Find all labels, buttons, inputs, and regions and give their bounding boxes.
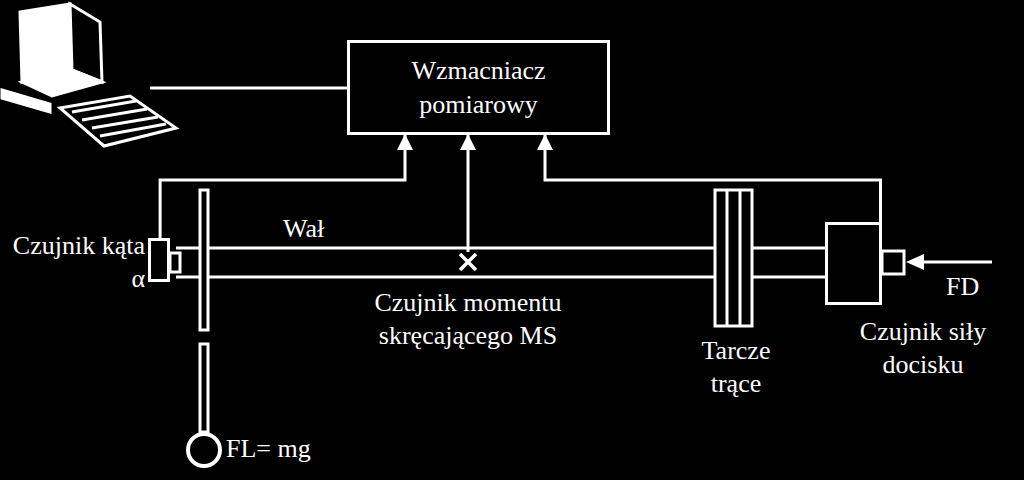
load-label: FL= mg: [226, 432, 346, 465]
sensor-label: Czujnik siły docisku: [848, 315, 998, 382]
force-symbol: FD: [946, 270, 1006, 303]
force-arrow: [906, 254, 992, 270]
angle-sensor: Czujnik kąta α: [148, 238, 170, 282]
sensor-stub: [170, 253, 180, 272]
signal-wire: [160, 135, 405, 238]
amplifier-label: Wzmacniacz pomiarowy: [391, 54, 566, 121]
friction-discs: [715, 190, 752, 326]
discs-label: Tarcze trące: [684, 334, 788, 401]
shaft-label: Wał: [283, 212, 363, 245]
torque-gauge-mark: [458, 252, 478, 272]
sensor-label: Czujnik kąta α: [5, 229, 145, 296]
force-sensor: Czujnik siły docisku: [825, 222, 882, 305]
signal-wire: [467, 135, 470, 252]
sensor-stub: [882, 251, 904, 274]
torque-sensor: Czujnik momentu skręcającego MS: [458, 252, 478, 272]
computer-icon: [2, 4, 347, 146]
amplifier-box: Wzmacniacz pomiarowy: [347, 40, 610, 135]
sensor-label: Czujnik momentu skręcającego MS: [308, 286, 628, 353]
signal-wire: [545, 135, 881, 222]
pendulum: [188, 190, 220, 466]
